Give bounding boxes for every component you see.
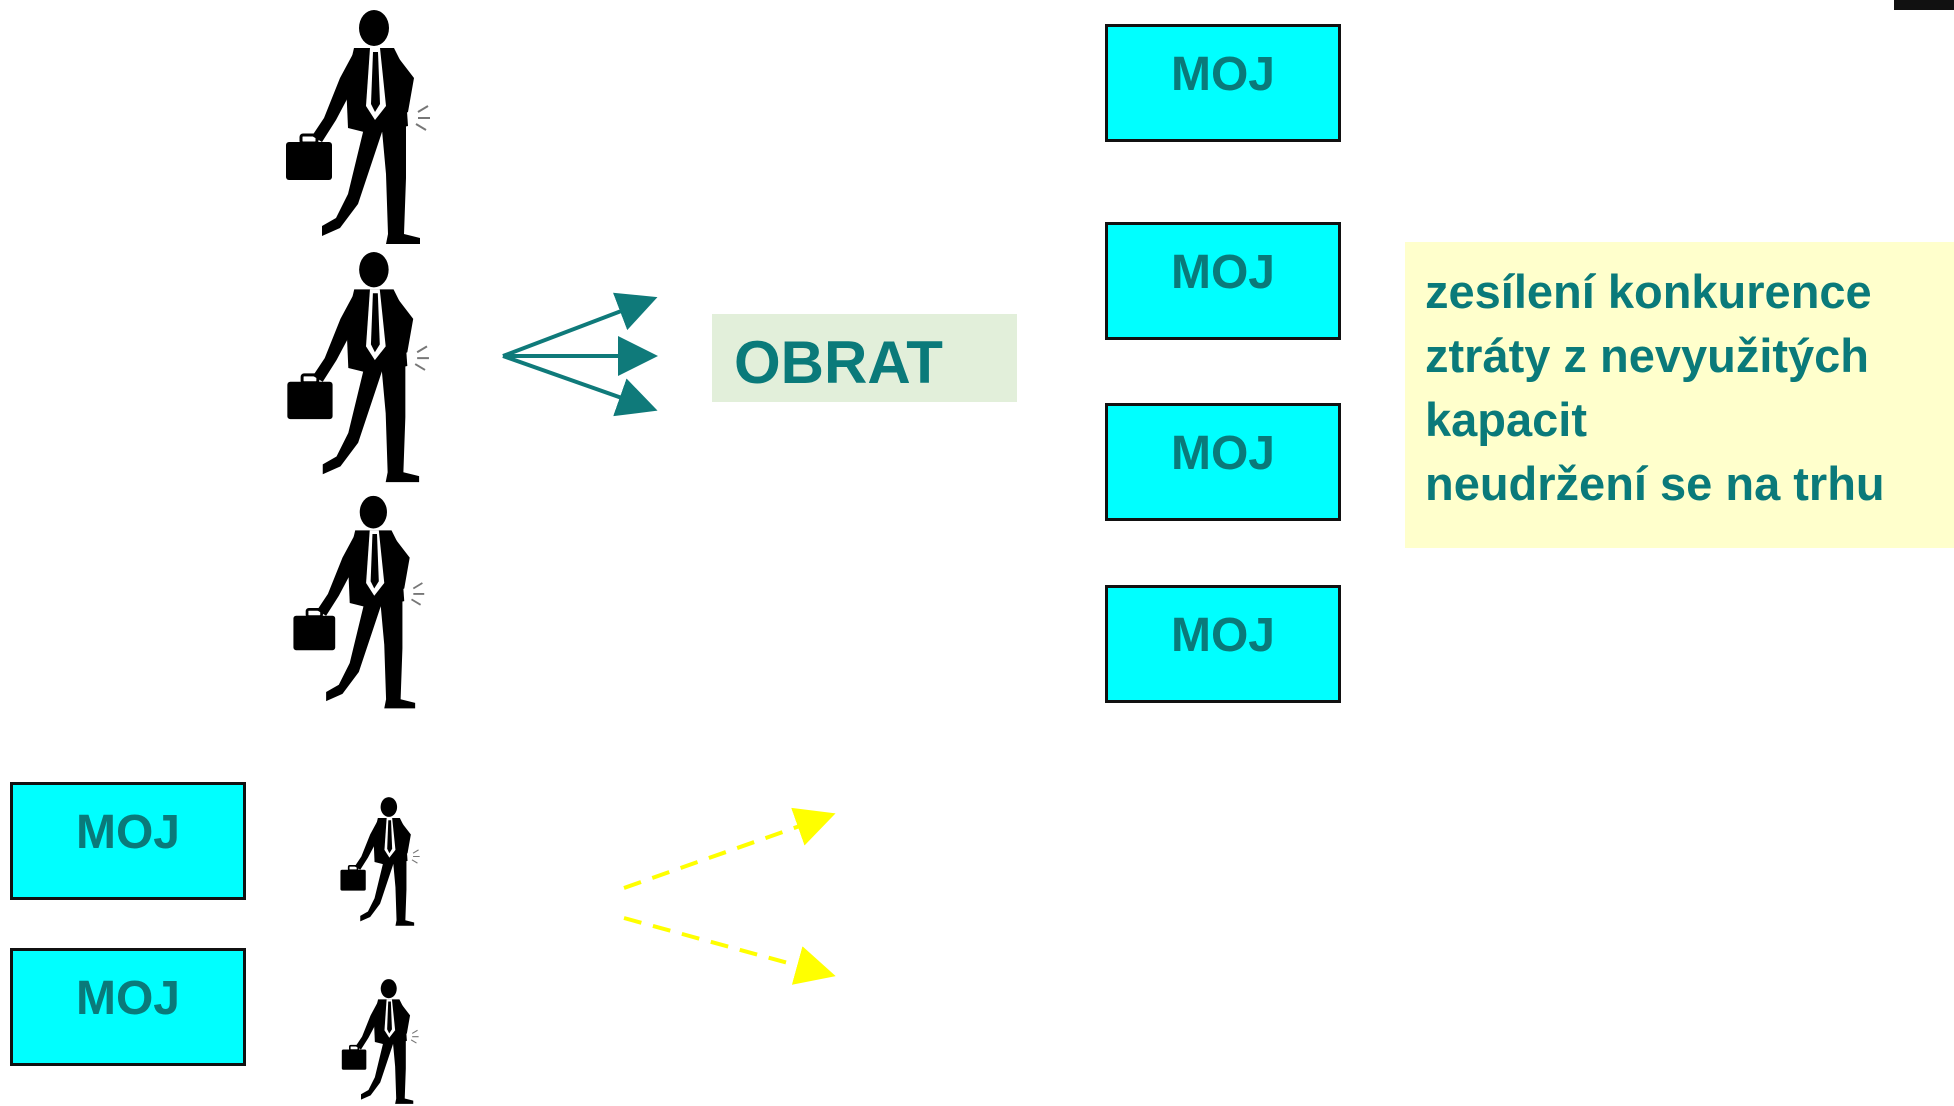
dashed-arrow-up — [623, 807, 836, 890]
moj-box: MOJ — [1105, 222, 1341, 340]
moj-box: MOJ — [1105, 24, 1341, 142]
corner-bar — [1894, 0, 1954, 10]
obrat-label: OBRAT — [712, 314, 1017, 402]
moj-box: MOJ — [1105, 585, 1341, 703]
moj-box: MOJ — [10, 782, 246, 900]
moj-box: MOJ — [10, 948, 246, 1066]
dashed-arrows — [623, 807, 836, 985]
consequences-note: zesílení konkurence ztráty z nevyužitých… — [1405, 242, 1954, 548]
note-line: neudržení se na trhu — [1425, 457, 1885, 510]
dashed-arrow-down — [623, 916, 836, 985]
note-line: zesílení konkurence — [1425, 265, 1872, 318]
solid-arrow-down — [502, 354, 658, 417]
solid-arrows — [502, 292, 658, 417]
note-line: ztráty z nevyužitých — [1425, 329, 1870, 382]
moj-box: MOJ — [1105, 403, 1341, 521]
note-line: kapacit — [1425, 393, 1587, 446]
solid-arrow-up — [502, 292, 658, 358]
